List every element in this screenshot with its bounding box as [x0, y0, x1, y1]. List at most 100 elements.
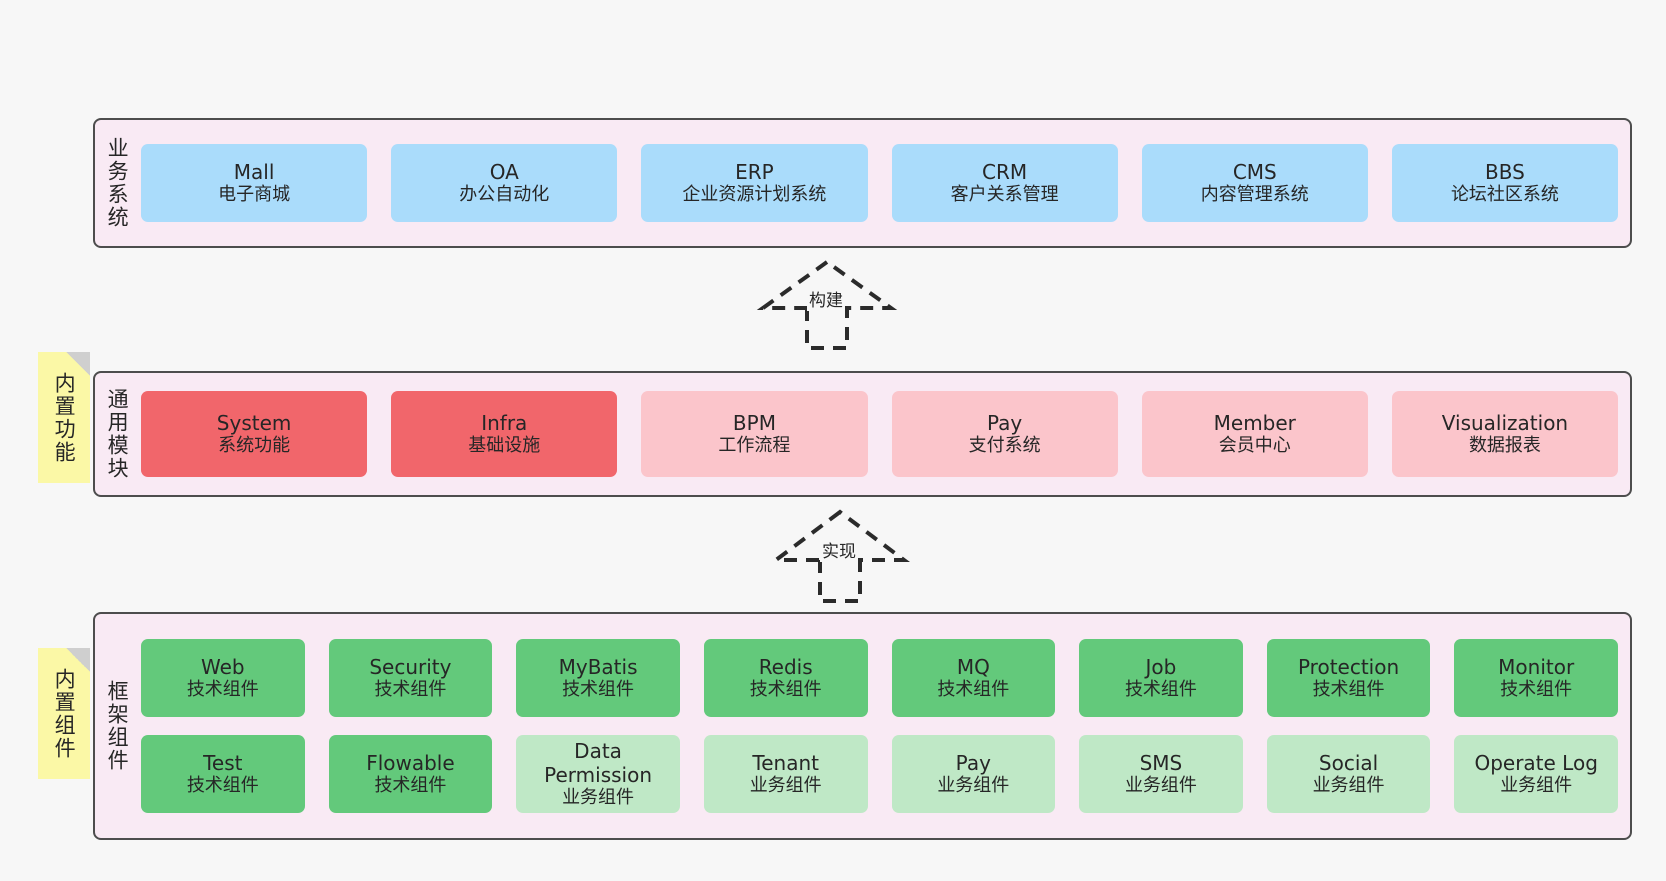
- node-name-en: Member: [1213, 410, 1296, 435]
- node-name-en: Redis: [758, 654, 813, 679]
- connector-build: 构建: [745, 258, 910, 350]
- layer-business-system-title: 业务系统: [105, 137, 130, 229]
- node-name-en: Protection: [1297, 654, 1400, 679]
- connector-build-label: 构建: [807, 286, 845, 311]
- node-name-en: Data Permission: [544, 738, 652, 788]
- node-name-cn: 内容管理系统: [1200, 184, 1309, 206]
- node-name-en: BBS: [1485, 159, 1525, 184]
- node-name-cn: 论坛社区系统: [1450, 184, 1559, 206]
- layer-framework-components-title: 框架组件: [105, 680, 130, 772]
- note-builtin-feature: 内置功能: [38, 352, 90, 483]
- node-name-en: CMS: [1232, 159, 1277, 184]
- node-name-en: Operate Log: [1474, 750, 1598, 775]
- node-name-cn: 技术组件: [1500, 679, 1573, 701]
- node-name-cn: 业务组件: [937, 775, 1010, 797]
- node-name-cn: 技术组件: [186, 775, 259, 797]
- node-name-en: Test: [203, 750, 243, 775]
- node-name-en: Security: [369, 654, 452, 679]
- node-name-en: SMS: [1139, 750, 1183, 775]
- node-name-cn: 技术组件: [374, 679, 447, 701]
- node-name-cn: 业务组件: [749, 775, 822, 797]
- note-fold-icon: [66, 352, 90, 376]
- node-name-en: BPM: [732, 410, 776, 435]
- node-name-en: Pay: [955, 750, 991, 775]
- node-name-en: Mall: [233, 159, 275, 184]
- node-name-cn: 电子商城: [218, 184, 291, 206]
- note-builtin-component: 内置组件: [38, 648, 90, 779]
- node-name-en: CRM: [982, 159, 1028, 184]
- node-name-cn: 系统功能: [218, 435, 291, 457]
- connector-implement-arrow: [770, 509, 910, 603]
- node-name-en: Web: [201, 654, 245, 679]
- node-name-cn: 技术组件: [1312, 679, 1385, 701]
- node-name-cn: 业务组件: [1124, 775, 1197, 797]
- node-name-cn: 客户关系管理: [950, 184, 1059, 206]
- node-name-en: MQ: [956, 654, 990, 679]
- node-name-en: Monitor: [1498, 654, 1575, 679]
- node-name-cn: 技术组件: [1124, 679, 1197, 701]
- node-name-en: Flowable: [366, 750, 455, 775]
- node-name-cn: 技术组件: [562, 679, 635, 701]
- node-name-en: Social: [1318, 750, 1379, 775]
- node-name-en: System: [216, 410, 292, 435]
- node-name-cn: 支付系统: [968, 435, 1041, 457]
- node-name-cn: 业务组件: [1312, 775, 1385, 797]
- node-name-cn: 业务组件: [1500, 775, 1573, 797]
- node-name-en: ERP: [735, 159, 774, 184]
- node-name-en: MyBatis: [558, 654, 638, 679]
- node-name-cn: 技术组件: [186, 679, 259, 701]
- node-name-en: Tenant: [752, 750, 819, 775]
- connector-build-arrow: [756, 259, 898, 350]
- node-name-cn: 会员中心: [1218, 435, 1291, 457]
- node-name-cn: 数据报表: [1468, 435, 1541, 457]
- note-fold-icon: [66, 648, 90, 672]
- connector-implement-label: 实现: [820, 537, 858, 562]
- note-builtin-component-label: 内置组件: [52, 667, 77, 760]
- node-name-en: Infra: [481, 410, 528, 435]
- node-name-cn: 技术组件: [937, 679, 1010, 701]
- node-name-cn: 技术组件: [374, 775, 447, 797]
- node-name-cn: 办公自动化: [459, 184, 550, 206]
- node-name-cn: 企业资源计划系统: [682, 184, 827, 206]
- note-builtin-feature-label: 内置功能: [52, 371, 77, 464]
- node-name-cn: 技术组件: [749, 679, 822, 701]
- node-name-cn: 业务组件: [562, 787, 635, 809]
